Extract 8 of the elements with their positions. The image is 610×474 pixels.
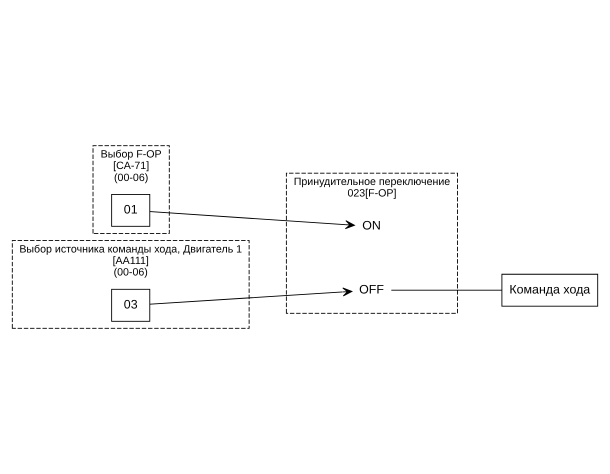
node-box: 03: [111, 288, 150, 322]
node-box: 01: [111, 194, 150, 227]
arrow: [150, 288, 352, 305]
node-box: Команда хода: [501, 274, 598, 307]
connector: [390, 290, 502, 291]
node-text: OFF: [359, 282, 384, 296]
node-text: ON: [362, 218, 381, 233]
arrow: [150, 211, 355, 230]
